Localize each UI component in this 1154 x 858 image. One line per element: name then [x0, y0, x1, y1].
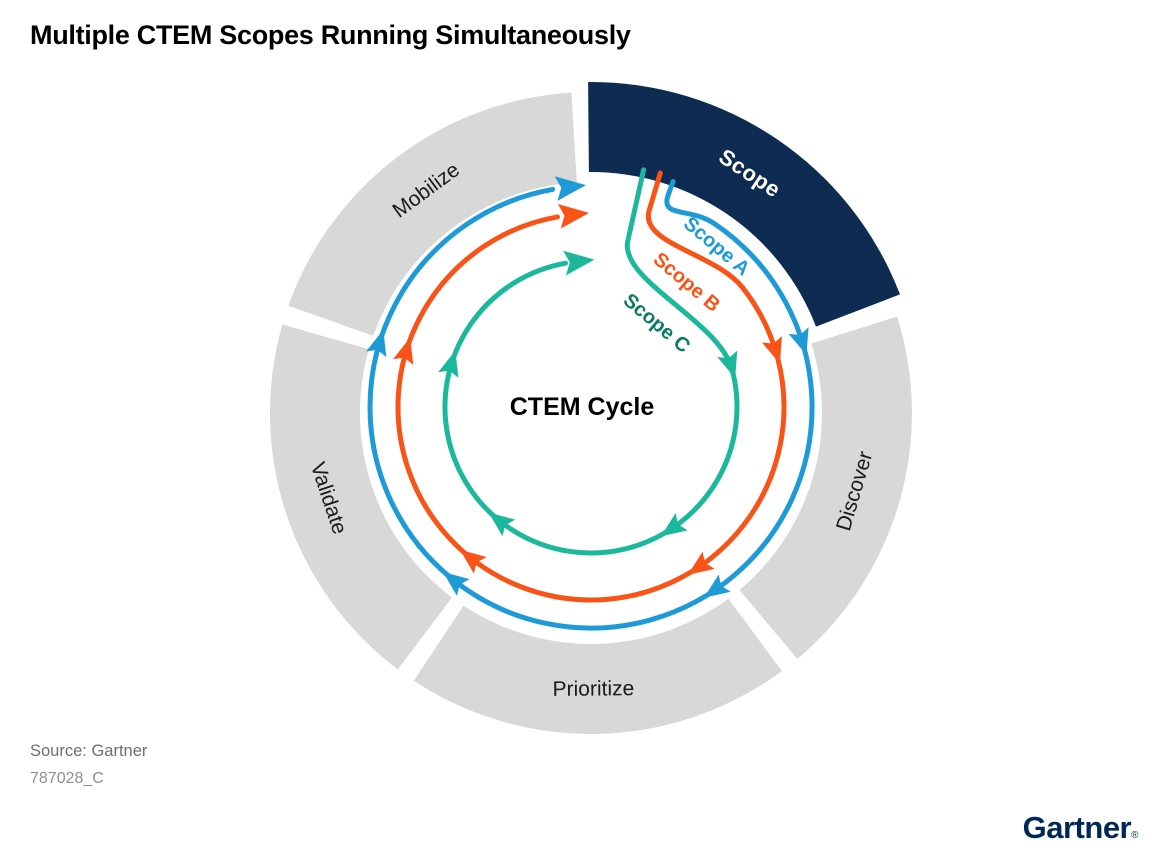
- ring-segment-label-prioritize: Prioritize: [552, 677, 634, 701]
- scope-b-arrowhead: [393, 337, 414, 365]
- scope-c-arrowhead: [438, 350, 459, 378]
- footer: Source: Gartner 787028_C: [30, 742, 147, 788]
- scope-a-arrowhead: [788, 327, 809, 355]
- scope-c-terminal-arrowhead: [563, 250, 595, 276]
- scope-b-arrowhead: [761, 336, 782, 364]
- ring-segment-scope: [588, 81, 900, 327]
- scope-c-arrowhead: [717, 350, 738, 379]
- page-title: Multiple CTEM Scopes Running Simultaneou…: [30, 20, 631, 50]
- scope-b-arrowhead: [460, 549, 487, 574]
- scope-b-arrowhead: [687, 551, 715, 575]
- gartner-logo-text: Gartner: [1022, 810, 1132, 845]
- gartner-logo: Gartner®: [1022, 810, 1139, 846]
- scope-c-arrowhead: [488, 512, 516, 537]
- scope-a-arrowhead: [703, 574, 731, 598]
- scope-a-line: [367, 179, 815, 631]
- ring-segment-mobilize: [288, 92, 577, 336]
- scope-b-terminal-arrowhead: [557, 204, 590, 229]
- scope-c-arrowhead: [660, 513, 688, 537]
- scope-b-label: Scope B: [649, 248, 724, 316]
- scope-a-arrowhead: [443, 571, 470, 596]
- source-note: Source: Gartner: [30, 742, 148, 760]
- registered-trademark-icon: ®: [1131, 830, 1138, 841]
- ring-segment-discover: [739, 316, 912, 659]
- scope-c-label: Scope C: [619, 289, 694, 357]
- center-cycle-label: CTEM Cycle: [510, 393, 655, 421]
- ring-segment-prioritize: [413, 598, 782, 734]
- scope-a-terminal-arrowhead: [554, 176, 586, 201]
- document-id: 787028_C: [30, 770, 104, 787]
- scope-a-arrowhead: [366, 329, 387, 358]
- scope-b-line: [395, 170, 787, 603]
- scope-c-line: [442, 167, 740, 556]
- ring-segment-validate: [269, 324, 452, 670]
